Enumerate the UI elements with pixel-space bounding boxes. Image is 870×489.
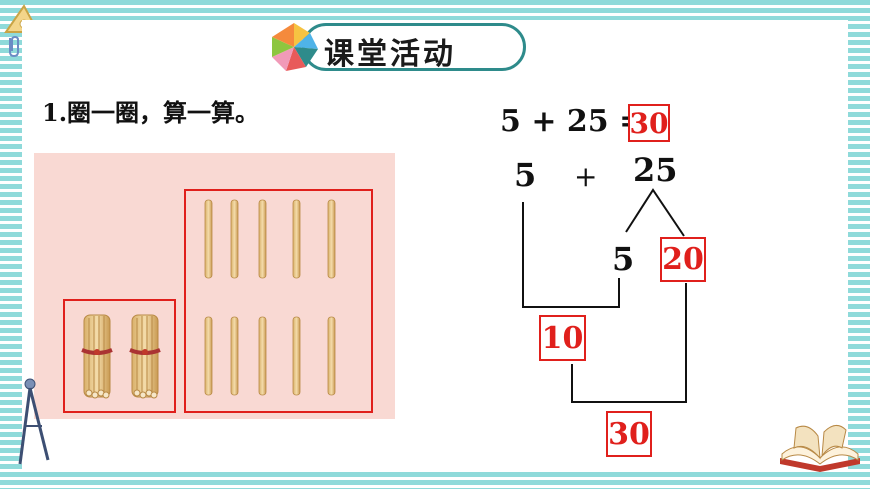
instruction-text: 1.圈一圈，算一算。 xyxy=(42,98,260,127)
compass-icon xyxy=(18,378,50,465)
stick-bundle-1 xyxy=(81,314,113,399)
step1-result-box: 10 xyxy=(539,315,586,361)
loose-sticks-frame xyxy=(184,189,373,413)
loose-sticks-row-1 xyxy=(204,199,336,279)
equation-answer-box: 30 xyxy=(628,104,670,142)
final-result-box: 30 xyxy=(606,411,652,457)
decomposition-lines xyxy=(522,188,687,403)
paperclip-icon xyxy=(9,35,19,58)
b-tens-part-box: 20 xyxy=(660,237,706,282)
page-title: 课堂活动 xyxy=(324,37,456,72)
addend-a: 5 xyxy=(514,156,537,194)
operator-plus: + xyxy=(574,160,598,193)
title-banner: 课堂活动 xyxy=(266,17,530,77)
equation-left: 5 + 25 = xyxy=(500,104,645,139)
stick-bundle-2 xyxy=(129,314,161,399)
title-pill xyxy=(302,23,526,71)
loose-sticks-row-2 xyxy=(204,316,336,396)
open-book-icon xyxy=(780,425,860,472)
bundles-frame xyxy=(63,299,176,413)
b-ones-part: 5 xyxy=(612,240,635,278)
pinwheel-logo-icon xyxy=(272,23,318,71)
addend-b: 25 xyxy=(633,151,678,189)
